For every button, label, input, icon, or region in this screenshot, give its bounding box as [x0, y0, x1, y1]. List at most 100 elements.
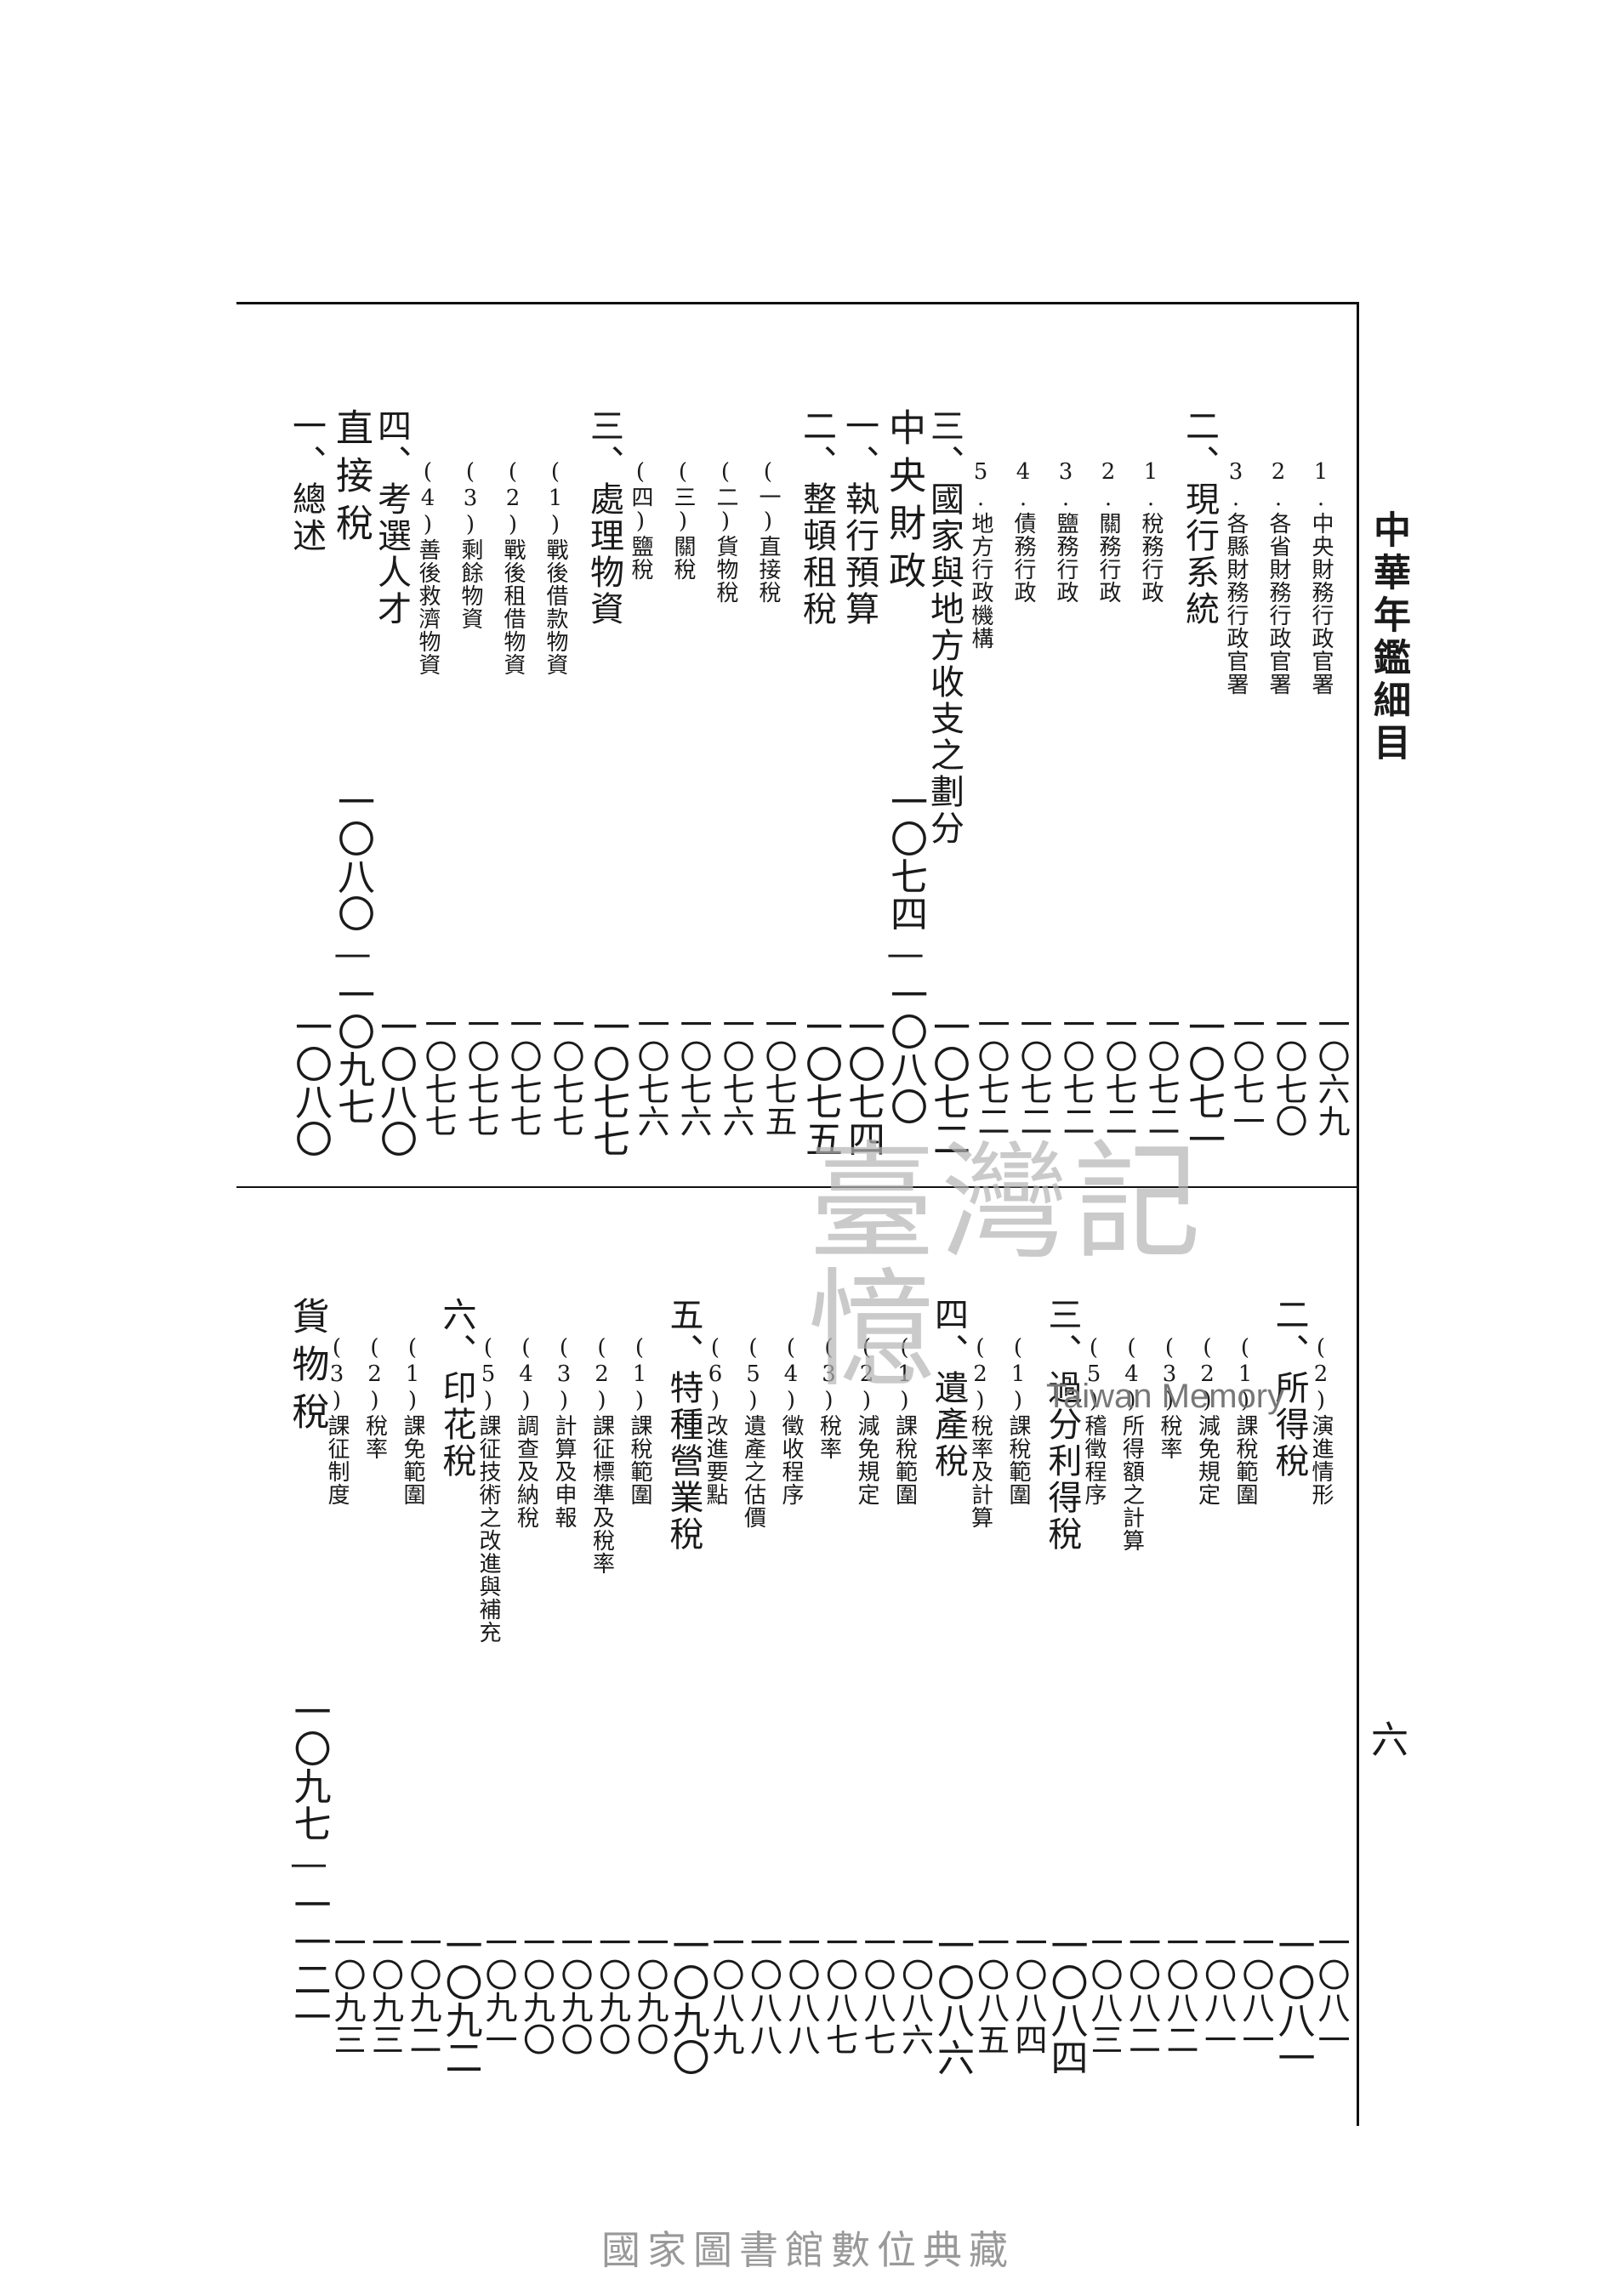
- toc-entry-title: (3)稅率: [1157, 1335, 1182, 1460]
- toc-entry-page: 一〇九一: [480, 1926, 517, 2055]
- toc-entry-page: 一〇九三: [366, 1926, 404, 2055]
- toc-entry-page: 一〇八四: [1044, 1926, 1088, 2076]
- toc-entry-title: (三)關稅: [670, 459, 696, 581]
- toc-entry-title: (四)鹽稅: [628, 459, 653, 581]
- toc-entry-page: 一〇八六: [896, 1926, 934, 2055]
- toc-entry-title: 四、遺產稅: [929, 1297, 968, 1480]
- toc-entry-page: 一〇七二: [972, 1008, 1010, 1137]
- toc-entry-page: 一〇八〇: [288, 1008, 332, 1157]
- toc-entry-title: 四、考選人才: [372, 408, 411, 628]
- toc-entry-page: 一〇七二: [926, 1008, 970, 1157]
- toc-entry-title: (2)課征標準及稅率: [589, 1335, 615, 1575]
- toc-entry-title: (3)計算及申報: [551, 1335, 577, 1529]
- toc-entry-page: 一〇八五: [971, 1926, 1010, 2055]
- running-head: 中華年鑑細目: [1367, 510, 1410, 765]
- toc-entry-title: 二、現行系統: [1180, 408, 1219, 628]
- toc-entry-page: 一〇八一: [1237, 1926, 1274, 2055]
- toc-entry-title: (1)課稅範圍: [627, 1335, 652, 1506]
- toc-entry-title: (2)稅率: [361, 1335, 388, 1460]
- top-rule: [236, 302, 1359, 304]
- toc-entry-title: 一、執行預算: [839, 408, 879, 628]
- toc-entry-title: (4)善後救濟物資: [415, 459, 441, 676]
- toc-entry-title: 1.稅務行政: [1138, 459, 1164, 604]
- toc-entry-title: 五、特種營業稅: [663, 1297, 703, 1553]
- toc-entry-title: 二、整頓租稅: [797, 408, 836, 628]
- toc-entry-title: (2)減免規定: [1194, 1335, 1221, 1506]
- toc-entry-page: 一〇七七: [462, 1008, 499, 1137]
- toc-entry-title: (2)演進情形: [1308, 1335, 1334, 1506]
- toc-entry-page: 一〇六九: [1312, 1008, 1350, 1137]
- toc-entry-title: (2)減免規定: [854, 1335, 879, 1506]
- toc-entry-page: 一〇八九: [707, 1926, 744, 2055]
- toc-entry-page: 一〇七六: [717, 1008, 754, 1137]
- toc-entry-title: (3)課征制度: [324, 1335, 350, 1506]
- toc-entry-page: 一〇九〇: [665, 1926, 709, 2076]
- toc-entry-title: 二、所得稅: [1269, 1297, 1309, 1480]
- toc-entry-page: 一〇七〇: [1270, 1008, 1307, 1137]
- toc-entry-page: 一〇九〇: [555, 1926, 593, 2055]
- toc-entry-title: 三、過分利得稅: [1042, 1297, 1082, 1553]
- toc-entry-title: 2.關務行政: [1095, 459, 1121, 604]
- toc-entry-title: 三、國家與地方收支之劃分: [925, 408, 964, 847]
- toc-entry-page: 一〇八七: [820, 1926, 858, 2055]
- footer-credit: 國家圖書館數位典藏: [601, 2227, 1015, 2273]
- toc-entry-title: (4)所得額之計算: [1118, 1335, 1145, 1552]
- toc-entry-page: 一〇八一: [1198, 1926, 1237, 2055]
- toc-entry-page: 一〇八二: [1161, 1926, 1198, 2055]
- toc-entry-title: (2)戰後租借物資: [500, 459, 526, 676]
- toc-entry-page: 一〇八一: [1312, 1926, 1350, 2055]
- toc-entry-page: 一〇九二: [438, 1926, 482, 2076]
- toc-entry-title: (一)直接稅: [755, 459, 781, 604]
- toc-entry-page: 一〇九〇: [631, 1926, 669, 2055]
- toc-entry-page: 一〇七七: [504, 1008, 542, 1137]
- toc-entry-title: (2)稅率及計算: [967, 1335, 993, 1529]
- toc-entry-title: 一、總述: [287, 408, 326, 554]
- toc-entry-page: 一〇七六: [674, 1008, 712, 1137]
- toc-entry-title: 中央財政: [882, 408, 925, 599]
- toc-entry-page: 一〇七二: [1015, 1008, 1052, 1137]
- toc-entry-page: 一〇八〇: [373, 1008, 417, 1157]
- toc-entry-page: 一〇七五: [799, 1008, 842, 1157]
- toc-entry-page: 一〇七二: [1142, 1008, 1180, 1137]
- toc-entry-title: 4.債務行政: [1010, 459, 1036, 604]
- toc-entry-page: 一〇八八: [782, 1926, 820, 2055]
- middle-rule: [236, 1186, 1359, 1188]
- toc-entry-title: (3)剩餘物資: [458, 459, 483, 630]
- toc-entry-title: 2.各省財務行政官署: [1266, 459, 1291, 696]
- toc-entry-title: 六、印花稅: [436, 1297, 476, 1480]
- toc-entry-title: (1)課稅範圍: [1232, 1335, 1258, 1506]
- toc-entry-page: 一〇七六: [632, 1008, 669, 1137]
- toc-entry-title: (6)改進要點: [703, 1335, 728, 1506]
- toc-entry-title: (1)課稅範圍: [891, 1335, 918, 1506]
- toc-entry-page: 一〇七七: [586, 1008, 629, 1157]
- toc-entry-page: 一〇七四: [841, 1008, 885, 1157]
- toc-entry-title: 1.中央財務行政官署: [1308, 459, 1334, 696]
- toc-entry-page: 一〇七七: [419, 1008, 457, 1137]
- toc-entry-page: 一〇七二: [1100, 1008, 1137, 1137]
- toc-entry-page: 一〇七一: [1181, 1008, 1225, 1157]
- toc-entry-title: (5)課征技術之改進與補充: [475, 1335, 501, 1644]
- toc-entry-title: (3)稅率: [816, 1335, 842, 1460]
- toc-entry-title: 直接稅: [329, 408, 373, 551]
- toc-entry-title: (二)貨物稅: [713, 459, 738, 604]
- toc-entry-page: 一〇九二: [404, 1926, 441, 2055]
- toc-entry-page: 一〇八二: [1123, 1926, 1161, 2055]
- toc-entry-title: (1)課稅範圍: [1005, 1335, 1031, 1506]
- toc-entry-title: (5)遺產之估價: [740, 1335, 766, 1529]
- toc-entry-page: 一〇八六: [930, 1926, 974, 2076]
- toc-entry-title: (4)徵收程序: [778, 1335, 804, 1506]
- toc-entry-page: 一〇九七—一一二一: [287, 1692, 331, 2035]
- toc-entry-title: 三、處理物資: [584, 408, 623, 628]
- folio: 六: [1371, 1719, 1408, 1762]
- toc-entry-page: 一〇八七: [858, 1926, 896, 2055]
- toc-entry-page: 一〇八三: [1085, 1926, 1123, 2055]
- toc-entry-title: 5.地方行政機構: [968, 459, 993, 650]
- toc-entry-title: 3.各縣財務行政官署: [1223, 459, 1249, 696]
- toc-entry-page: 一〇八四: [1010, 1926, 1047, 2055]
- right-rule: [1357, 302, 1359, 2126]
- toc-entry-page: 一〇八八: [744, 1926, 782, 2055]
- toc-entry-page: 一〇七二: [1057, 1008, 1095, 1137]
- toc-entry-page: 一〇八一: [1271, 1926, 1315, 2076]
- toc-entry-page: 一〇八〇—一〇九七: [331, 782, 374, 1125]
